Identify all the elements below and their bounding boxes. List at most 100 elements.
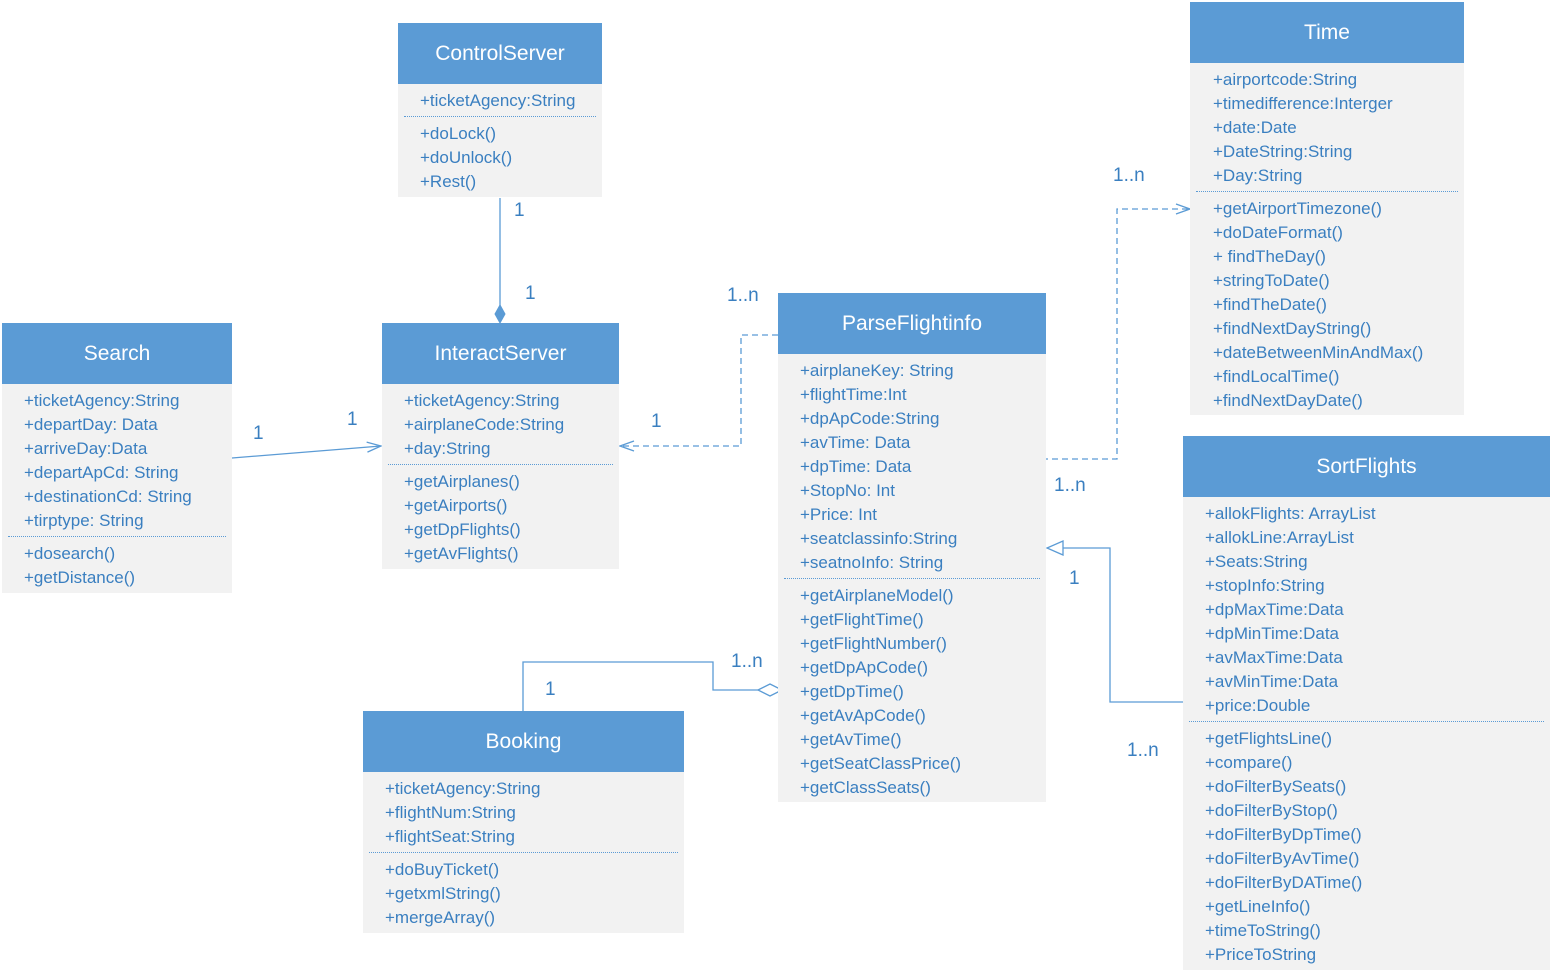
attribute-row: +ticketAgency:String — [404, 391, 560, 410]
attribute-row: +stopInfo:String — [1205, 576, 1325, 595]
attribute-row: +date:Date — [1213, 118, 1297, 137]
attribute-row: +avMaxTime:Data — [1205, 648, 1343, 667]
attributes: +ticketAgency:String — [398, 84, 602, 116]
method-row: +getSeatClassPrice() — [800, 754, 962, 773]
multiplicity-label: 1..n — [1113, 165, 1145, 186]
separator — [1189, 721, 1544, 722]
attribute-row: +departDay: Data — [24, 415, 158, 434]
attribute-row: +price:Double — [1205, 696, 1311, 715]
class-name: ParseFlightinfo — [778, 293, 1046, 354]
attribute-row: +timedifference:Interger — [1213, 94, 1393, 113]
method-row: +doBuyTicket() — [385, 860, 500, 879]
separator — [784, 578, 1040, 579]
separator — [369, 852, 678, 853]
attribute-row: +ticketAgency:String — [24, 391, 180, 410]
method-row: +timeToString() — [1205, 921, 1321, 940]
class-time: Time +airportcode:String+timedifference:… — [1190, 2, 1464, 415]
method-row: +doDateFormat() — [1213, 223, 1343, 242]
attribute-row: +Price: Int — [800, 505, 878, 524]
methods: +doLock() +doUnlock() +Rest() — [398, 117, 602, 197]
class-sortflights: SortFlights +allokFlights: ArrayList+all… — [1183, 436, 1550, 970]
method-row: +getFlightsLine() — [1205, 729, 1333, 748]
method-row: +doFilterByAvTime() — [1205, 849, 1360, 868]
attribute-row: +avTime: Data — [800, 433, 911, 452]
attributes: +allokFlights: ArrayList+allokLine:Array… — [1183, 497, 1550, 721]
methods: +dosearch()+getDistance() — [2, 537, 232, 593]
method-row: +findNextDayString() — [1213, 319, 1372, 338]
sort-generalization — [1047, 548, 1183, 703]
attribute-row: +StopNo: Int — [800, 481, 895, 500]
class-name: SortFlights — [1183, 436, 1550, 497]
attribute-row: +seatclassinfo:String — [800, 529, 958, 548]
attributes: +airportcode:String +timedifference:Inter… — [1190, 63, 1464, 191]
method-row: +dosearch() — [24, 544, 116, 563]
methods: +getAirportTimezone()+doDateFormat()+ fi… — [1190, 192, 1464, 416]
attribute-row: +airplaneCode:String — [404, 415, 565, 434]
method-row: +Rest() — [420, 172, 477, 191]
attribute-row: +airportcode:String — [1213, 70, 1358, 89]
method-row: +doFilterByStop() — [1205, 801, 1338, 820]
attribute-row: +ticketAgency:String — [420, 91, 576, 110]
class-name: Booking — [363, 711, 684, 772]
separator — [404, 116, 596, 117]
attributes: +ticketAgency:String +flightNum:String +fl… — [363, 772, 684, 852]
method-row: +getFlightTime() — [800, 610, 924, 629]
separator — [8, 536, 226, 537]
attribute-row: +destinationCd: String — [24, 487, 192, 506]
method-row: +doLock() — [420, 124, 497, 143]
method-row: +getAvTime() — [800, 730, 902, 749]
attribute-row: +dpMaxTime:Data — [1205, 600, 1344, 619]
multiplicity-label: 1..n — [1054, 475, 1086, 496]
method-row: +dateBetweenMinAndMax() — [1213, 343, 1424, 362]
multiplicity-label: 1 — [651, 411, 662, 432]
attribute-row: +flightNum:String — [385, 803, 516, 822]
methods: +doBuyTicket()+getxmlString()+mergeArray… — [363, 853, 684, 933]
methods: +getAirplanes()+getAirports()+getDpFligh… — [382, 465, 619, 569]
class-name: InteractServer — [382, 323, 619, 384]
method-row: +getAirplanes() — [404, 472, 520, 491]
multiplicity-label: 1 — [545, 679, 556, 700]
attribute-row: +ticketAgency:String — [385, 779, 541, 798]
separator — [388, 464, 613, 465]
attribute-row: +DateString:String — [1213, 142, 1353, 161]
attribute-row: +tirptype: String — [24, 511, 144, 530]
class-parseflightinfo: ParseFlightinfo +airplaneKey: String +fli… — [778, 293, 1046, 802]
attribute-row: +Seats:String — [1205, 552, 1308, 571]
method-row: +doFilterBySeats() — [1205, 777, 1347, 796]
method-row: +getAirplaneModel() — [800, 586, 954, 605]
method-row: +getAvApCode() — [800, 706, 926, 725]
multiplicity-label: 1..n — [1127, 740, 1159, 761]
attribute-row: +arriveDay:Data — [24, 439, 148, 458]
method-row: +doFilterByDpTime() — [1205, 825, 1362, 844]
method-row: +findLocalTime() — [1213, 367, 1340, 386]
attribute-row: +flightSeat:String — [385, 827, 515, 846]
search-association-line — [231, 446, 381, 459]
attribute-row: +dpMinTime:Data — [1205, 624, 1340, 643]
multiplicity-label: 1 — [525, 283, 536, 304]
method-row: +getClassSeats() — [800, 778, 931, 797]
attributes: +ticketAgency:String +airplaneCode:String… — [382, 384, 619, 464]
method-row: +mergeArray() — [385, 908, 496, 927]
attribute-row: +airplaneKey: String — [800, 361, 954, 380]
separator — [1196, 191, 1458, 192]
method-row: +doFilterByDATime() — [1205, 873, 1363, 892]
attribute-row: +flightTime:Int — [800, 385, 907, 404]
method-row: +getAirportTimezone() — [1213, 199, 1382, 218]
attributes: +ticketAgency:String +departDay: Data +arr… — [2, 384, 232, 536]
composition-diamond — [494, 303, 506, 325]
multiplicity-label: 1 — [347, 409, 358, 430]
attribute-row: +departApCd: String — [24, 463, 179, 482]
method-row: +getDpTime() — [800, 682, 904, 701]
attribute-row: +dpTime: Data — [800, 457, 912, 476]
attribute-row: +day:String — [404, 439, 491, 458]
method-row: +doUnlock() — [420, 148, 513, 167]
method-row: +getFlightNumber() — [800, 634, 947, 653]
multiplicity-label: 1 — [253, 423, 264, 444]
attribute-row: +Day:String — [1213, 166, 1303, 185]
method-row: +getLineInfo() — [1205, 897, 1311, 916]
parse-time-dependency — [1042, 209, 1190, 460]
attribute-row: +dpApCode:String — [800, 409, 940, 428]
parse-interact-dependency — [620, 334, 778, 446]
method-row: +PriceToString — [1205, 945, 1317, 964]
